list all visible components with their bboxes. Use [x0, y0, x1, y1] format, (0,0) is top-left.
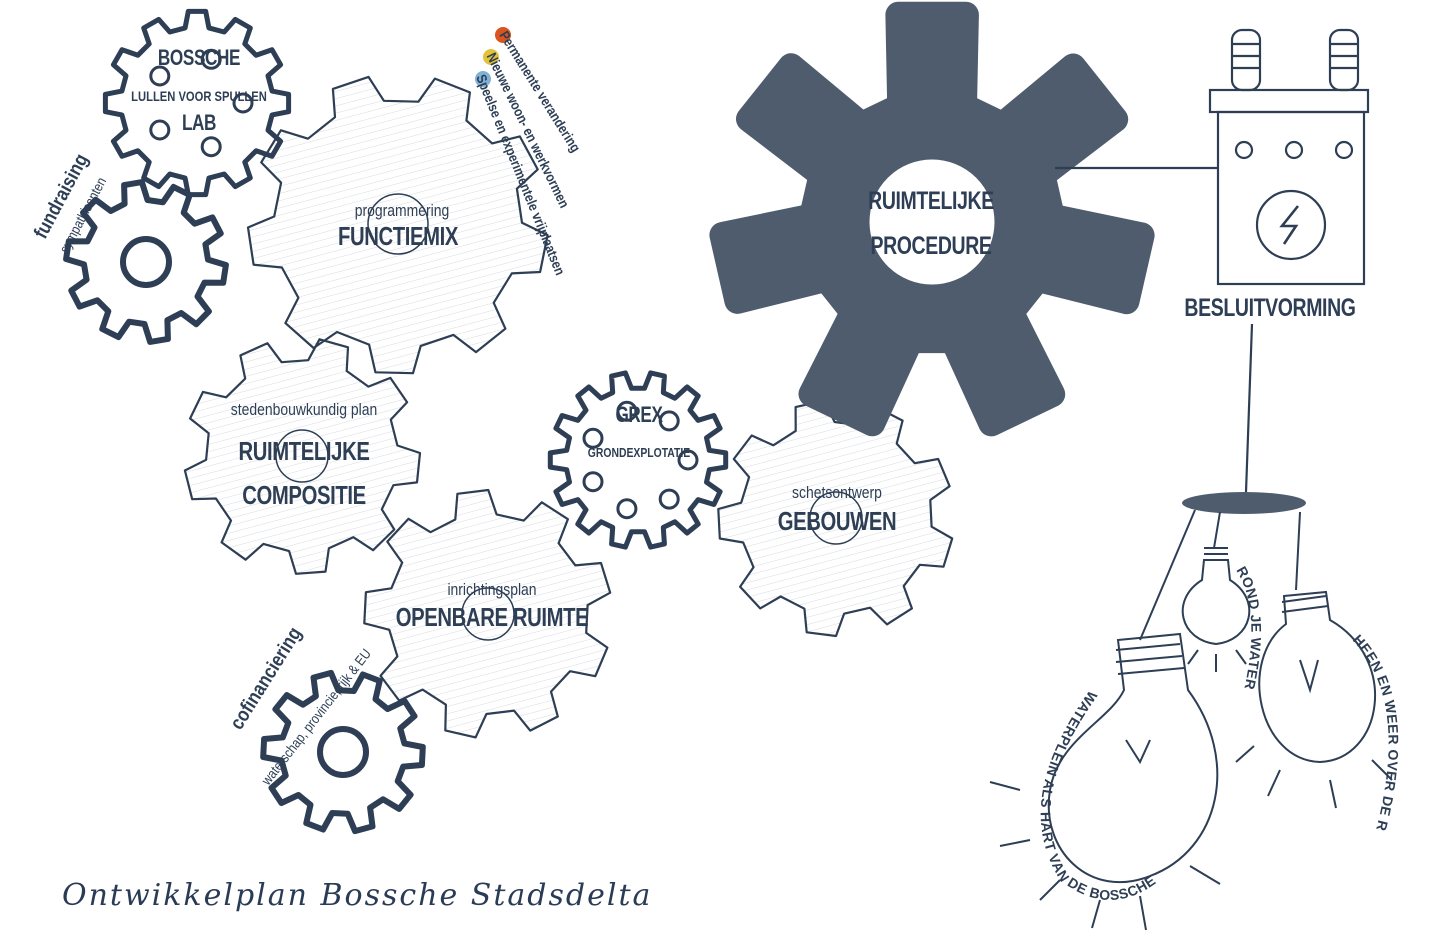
gebouwen-sub: schetsontwerp	[792, 483, 882, 502]
cofinanciering-gear-hub	[317, 726, 369, 778]
light-bulbs-icon	[989, 492, 1393, 931]
openbare-ruimte-gear-hub	[461, 587, 515, 641]
footer-title: Ontwikkelplan Bossche Stadsdelta	[62, 878, 653, 913]
functiemix-gear-shading	[248, 76, 548, 374]
gebouwen-gear-shading	[718, 400, 953, 636]
gebouwen-gear	[717, 399, 954, 638]
cofinanciering-gear	[260, 669, 426, 835]
legend-markers	[475, 27, 511, 87]
fundraising-gear-hub	[120, 236, 172, 288]
gebouwen-title: GEBOUWEN	[777, 506, 897, 536]
openbare-ruimte-title: OPENBARE RUIMTE	[395, 602, 589, 632]
functiemix-gear-hub	[367, 193, 429, 255]
grex-gear-spoke-hole	[658, 488, 680, 510]
grex-gear	[547, 370, 729, 550]
grex-gear-spoke-hole	[616, 400, 638, 422]
fundraising-gear	[63, 179, 229, 345]
openbare-ruimte-gear	[363, 488, 612, 739]
compositie-sub: stedenbouwkundig plan	[230, 400, 378, 419]
grex-gear-spoke-hole	[616, 498, 638, 520]
compositie-gear-hub	[275, 429, 329, 483]
besluitvorming-label: BESLUITVORMING	[1184, 294, 1356, 322]
transformer-icon	[1055, 28, 1370, 493]
compositie-title2: COMPOSITIE	[242, 480, 366, 510]
bossche-lab-line2: LULLEN VOOR SPULLEN	[131, 88, 267, 104]
gebouwen-gear-hub	[809, 491, 863, 545]
bossche-lab-line3: LAB	[181, 110, 217, 135]
procedure-gear-hub	[869, 159, 995, 285]
procedure-line2: PROCEDURE	[870, 232, 992, 260]
functiemix-gear	[246, 75, 549, 375]
grex-title: GREX	[615, 402, 663, 427]
compositie-title1: RUIMTELIJKE	[238, 436, 370, 466]
procedure-line1: RUIMTELIJKE	[868, 187, 994, 215]
openbare-ruimte-gear-shading	[364, 490, 611, 738]
bossche-lab-line1: BOSSCHE	[157, 45, 241, 70]
compositie-gear-shading	[184, 339, 420, 574]
bossche-lab-gear-spoke-hole	[200, 48, 222, 70]
functiemix-sub: programmering	[354, 201, 450, 220]
bossche-lab-gear-spoke-hole	[200, 136, 222, 158]
bossche-lab-gear-spoke-hole	[232, 92, 254, 114]
grex-gear-spoke-hole	[582, 471, 604, 493]
grex-gear-spoke-hole	[582, 427, 604, 449]
grex-sub: GRONDEXPLOTATIE	[587, 445, 691, 460]
bossche-lab-gear-spoke-hole	[149, 65, 171, 87]
legend-dot-speelse	[475, 71, 491, 87]
legend-dot-permanent	[495, 27, 511, 43]
grex-gear-spoke-hole	[677, 449, 699, 471]
bossche-lab-gear-spoke-hole	[149, 119, 171, 141]
grex-gear-spoke-hole	[658, 410, 680, 432]
functiemix-title: FUNCTIEMIX	[337, 221, 459, 251]
legend-dot-nieuwe	[483, 49, 499, 65]
bossche-lab-gear	[102, 8, 292, 198]
openbare-ruimte-sub: inrichtingsplan	[447, 580, 537, 599]
compositie-gear	[183, 338, 422, 575]
